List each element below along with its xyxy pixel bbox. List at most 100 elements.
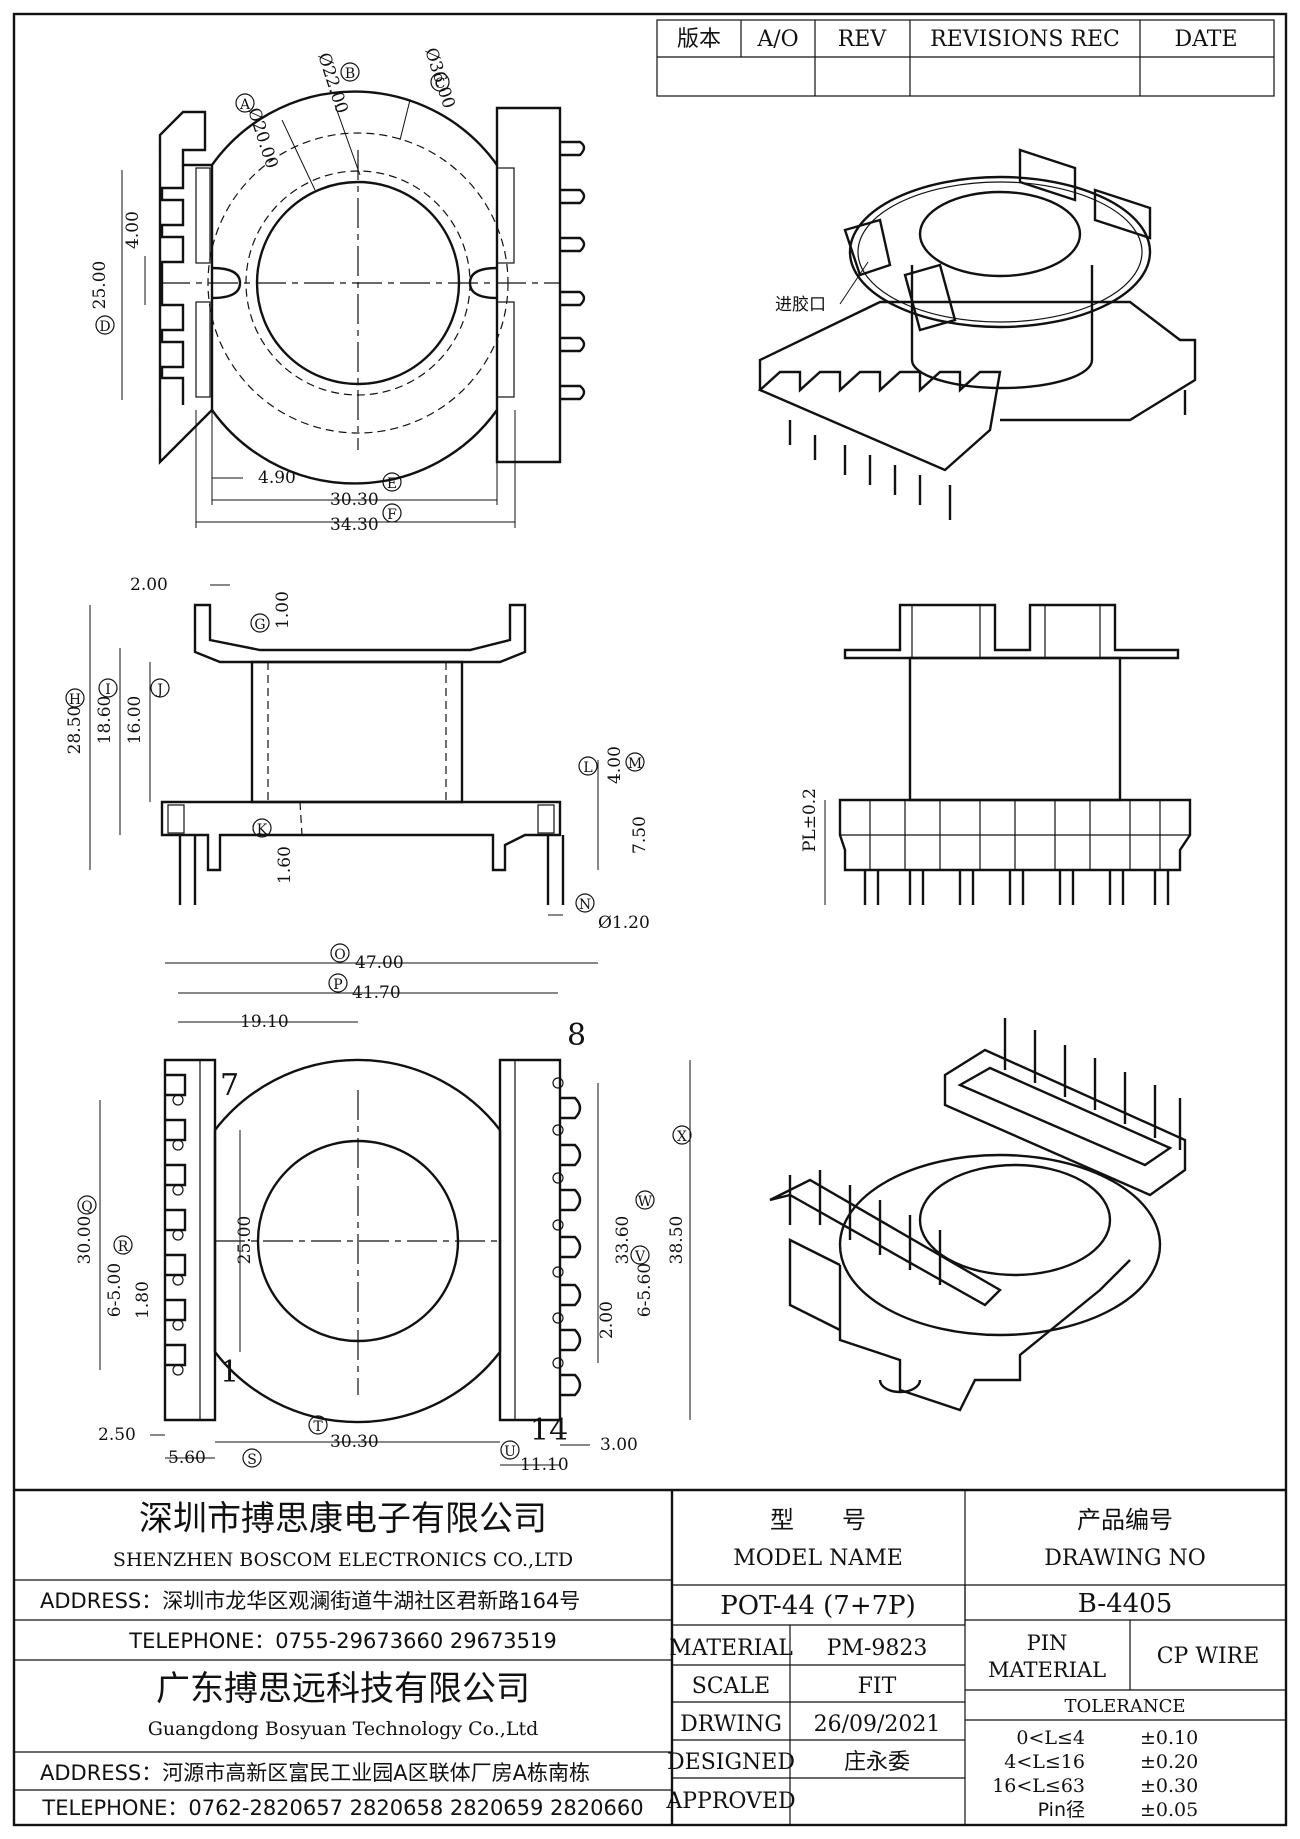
approved-label: APPROVED <box>665 1789 795 1814</box>
top-dim-4: 4.00 <box>123 211 143 249</box>
rev-col: REV <box>838 27 888 52</box>
tolerance-value-4: ±0.05 <box>1140 1799 1198 1821</box>
letter-d-bubble: D <box>99 319 110 335</box>
front-view: PL±0.2 <box>800 603 1192 905</box>
bottom-dim-250: 2.50 <box>98 1425 136 1445</box>
letter-w-bubble: W <box>638 1194 653 1210</box>
top-dim-25: 25.00 <box>90 261 110 310</box>
model-value: POT-44 (7+7P) <box>720 1591 916 1621</box>
rev-version: A/O <box>756 27 798 52</box>
top-view: 25.00 4.00 4.90 30.30 34.30 Ø20.00 Ø22.0… <box>90 45 586 535</box>
designed-label: DESIGNED <box>667 1750 795 1775</box>
top-left-flange <box>158 110 214 465</box>
pin-14-label: 14 <box>530 1413 568 1448</box>
letter-n-bubble: N <box>579 897 591 913</box>
letter-p-bubble: P <box>333 977 342 993</box>
rev-records-col: REVISIONS REC <box>930 27 1120 52</box>
company-2-name-en: Guangdong Bosyuan Technology Co.,Ltd <box>148 1718 539 1740</box>
letter-b-bubble: B <box>345 66 355 82</box>
material-value: PM-9823 <box>827 1636 928 1661</box>
telephone-1: TELEPHONE：0755-29673660 29673519 <box>128 1629 557 1653</box>
pl-tolerance-label: PL±0.2 <box>800 788 820 852</box>
side-dim-750: 7.50 <box>630 816 650 854</box>
designer-name: 庄永委 <box>844 1750 910 1775</box>
letter-t-bubble: T <box>313 1419 323 1435</box>
tolerance-range-3: 16<L≤63 <box>992 1775 1085 1797</box>
letter-v-bubble: V <box>634 1249 646 1265</box>
letter-k-bubble: K <box>257 822 268 838</box>
tolerance-range-1: 0<L≤4 <box>1016 1727 1085 1749</box>
top-circle-a: Ø20.00 <box>243 105 281 171</box>
company-name-en: SHENZHEN BOSCOM ELECTRONICS CO.,LTD <box>113 1549 573 1571</box>
pin-7-label: 7 <box>220 1068 239 1103</box>
letter-a-bubble: A <box>239 97 251 113</box>
pin-material-label-1: PIN <box>1027 1631 1068 1655</box>
pin-material-value: CP WIRE <box>1157 1644 1260 1669</box>
iso-bottom-view <box>769 1018 1187 1412</box>
letter-o-bubble: O <box>334 947 345 963</box>
letter-f-bubble: F <box>387 507 397 523</box>
bottom-dim-300: 3.00 <box>600 1435 638 1455</box>
side-dim-160: 1.60 <box>275 846 295 884</box>
bottom-dim-2500: 25.00 <box>235 1216 255 1265</box>
tolerance-value-2: ±0.20 <box>1140 1751 1198 1773</box>
letter-l-bubble: L <box>583 760 592 776</box>
bottom-dim-200: 2.00 <box>597 1301 617 1339</box>
top-right-flange <box>495 106 562 464</box>
letter-c-bubble: C <box>435 76 446 92</box>
bottom-dim-6500: 6-5.00 <box>105 1263 125 1317</box>
tolerance-range-4: Pin径 <box>1038 1799 1085 1821</box>
revision-header: 版本 A/O REV REVISIONS REC DATE <box>656 19 1275 97</box>
drawing-date-label: DRWING <box>680 1712 782 1737</box>
bottom-dim-560: 5.60 <box>168 1448 206 1468</box>
bottom-dim-1910: 19.10 <box>240 1012 289 1032</box>
letter-s-bubble: S <box>247 1452 257 1468</box>
side-letter-bubbles: G H I J K L M N <box>65 613 645 913</box>
model-label-en: MODEL NAME <box>733 1546 903 1571</box>
pin-8-label: 8 <box>567 1018 586 1053</box>
bottom-dim-6560: 6-5.60 <box>635 1263 655 1317</box>
rev-version-cn: 版本 <box>677 27 721 52</box>
tolerance-range-2: 4<L≤16 <box>1004 1751 1085 1773</box>
letter-g-bubble: G <box>254 617 265 633</box>
top-dim-3430: 34.30 <box>330 515 379 535</box>
title-block: 深圳市搏思康电子有限公司 SHENZHEN BOSCOM ELECTRONICS… <box>14 1488 1286 1825</box>
side-dim-1600: 16.00 <box>125 696 145 745</box>
top-letter-bubbles: A B C D E F <box>95 62 450 523</box>
tolerance-value-3: ±0.30 <box>1140 1775 1198 1797</box>
bottom-dim-1110: 11.10 <box>520 1455 569 1475</box>
side-dim-100: 1.00 <box>273 591 293 629</box>
letter-e-bubble: E <box>387 476 397 492</box>
side-dim-2850: 28.50 <box>65 706 85 755</box>
letter-m-bubble: M <box>628 756 642 772</box>
side-dim-400: 4.00 <box>605 746 625 784</box>
letter-r-bubble: R <box>118 1239 129 1255</box>
bottom-letter-bubbles: O P Q R S T U V W X <box>77 943 692 1468</box>
sheet-border <box>12 12 1288 1827</box>
material-label: MATERIAL <box>669 1636 793 1661</box>
bottom-view: 8 7 1 14 47.00 41.70 19.10 30.00 25.00 6… <box>75 943 692 1475</box>
model-label-cn: 型 号 <box>770 1506 866 1534</box>
telephone-2: TELEPHONE：0762-2820657 2820658 2820659 2… <box>41 1796 643 1820</box>
letter-u-bubble: U <box>504 1444 516 1460</box>
letter-i-bubble: I <box>105 682 111 698</box>
bottom-dim-3360: 33.60 <box>613 1216 633 1265</box>
rev-date-col: DATE <box>1174 27 1237 52</box>
letter-h-bubble: H <box>69 692 81 708</box>
top-dim-490: 4.90 <box>258 468 296 488</box>
drawing-no-value: B-4405 <box>1078 1589 1173 1619</box>
address-2: ADDRESS：河源市高新区富民工业园A区联体厂房A栋南栋 <box>40 1761 590 1785</box>
letter-q-bubble: Q <box>81 1199 92 1215</box>
gate-label: 进胶口 <box>775 295 826 315</box>
drawing-date-value: 26/09/2021 <box>814 1712 941 1737</box>
bottom-dim-3000: 30.00 <box>75 1216 95 1265</box>
side-view: 28.50 18.60 16.00 2.00 1.00 4.00 7.50 1.… <box>65 575 650 933</box>
pin-1-label: 1 <box>220 1355 239 1390</box>
company-name-cn: 深圳市搏思康电子有限公司 <box>139 1499 547 1539</box>
tolerance-value-1: ±0.10 <box>1140 1727 1198 1749</box>
bottom-dim-4700: 47.00 <box>355 953 404 973</box>
top-dim-3030: 30.30 <box>330 490 379 510</box>
scale-label: SCALE <box>692 1674 770 1699</box>
bottom-dim-180: 1.80 <box>133 1281 153 1319</box>
pin-material-label-2: MATERIAL <box>988 1658 1106 1682</box>
